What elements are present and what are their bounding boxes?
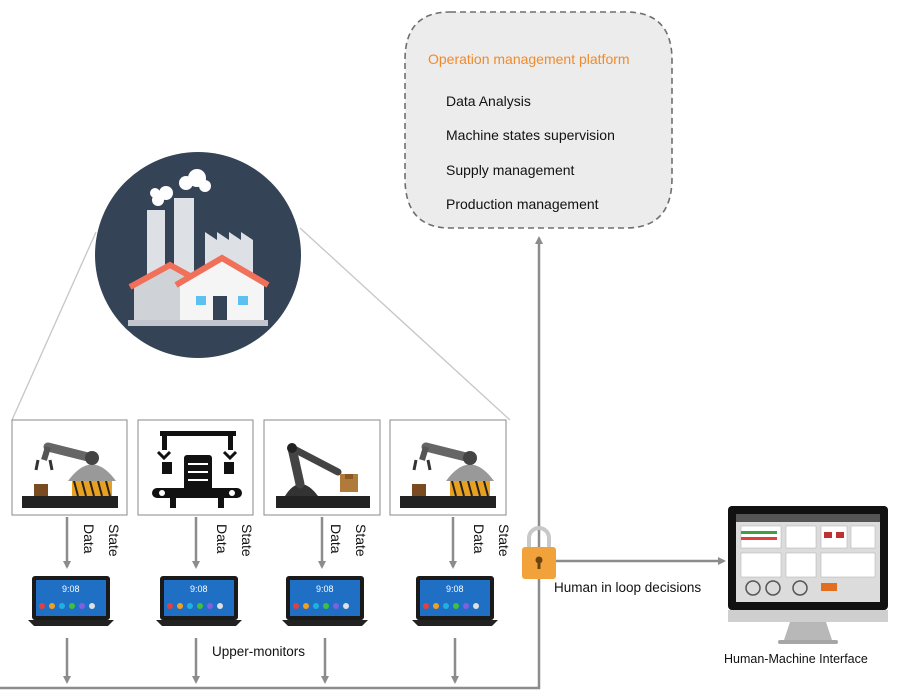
tablet-icon: [156, 576, 242, 626]
label-human-in-loop: Human in loop decisions: [554, 580, 702, 595]
data-bus: [0, 236, 543, 690]
gantry-robot-icon: [152, 431, 242, 508]
tablet-icon: [28, 576, 114, 626]
tablet-time-4: 9:08: [446, 584, 464, 594]
platform-item-machine-states: Machine states supervision: [446, 127, 615, 143]
label-state-3: State: [353, 524, 369, 557]
platform-item-production: Production management: [446, 196, 599, 212]
label-hmi: Human-Machine Interface: [724, 652, 868, 666]
tablet-icon: [282, 576, 368, 626]
platform-cloud: [404, 11, 673, 229]
label-upper-monitors: Upper-monitors: [212, 644, 306, 659]
tablet-time-3: 9:08: [316, 584, 334, 594]
label-data-4: Data: [471, 524, 487, 554]
factory-icon: [95, 152, 301, 358]
zoom-line-right: [299, 227, 511, 421]
zoom-line-left: [11, 231, 97, 421]
machine-1: [11, 419, 128, 516]
label-state-2: State: [239, 524, 255, 557]
label-data-2: Data: [214, 524, 230, 554]
platform-item-supply: Supply management: [446, 162, 575, 178]
robot-arm-icon: [22, 442, 118, 508]
platform-title: Operation management platform: [428, 51, 630, 67]
label-data-1: Data: [81, 524, 97, 554]
label-state-1: State: [106, 524, 122, 557]
machine-3: [263, 419, 381, 516]
label-data-3: Data: [328, 524, 344, 554]
label-state-4: State: [496, 524, 512, 557]
monitor-icon: [728, 506, 888, 644]
tablet-time-2: 9:08: [190, 584, 208, 594]
robot-arm-icon: [400, 442, 496, 508]
platform-item-data-analysis: Data Analysis: [446, 93, 531, 109]
machine-4: [389, 419, 507, 516]
robot-arm-box-icon: [276, 443, 370, 508]
tablet-icon: [412, 576, 498, 626]
machine-2: [137, 419, 254, 516]
lock-icon: [522, 526, 556, 579]
tablet-time-1: 9:08: [62, 584, 80, 594]
